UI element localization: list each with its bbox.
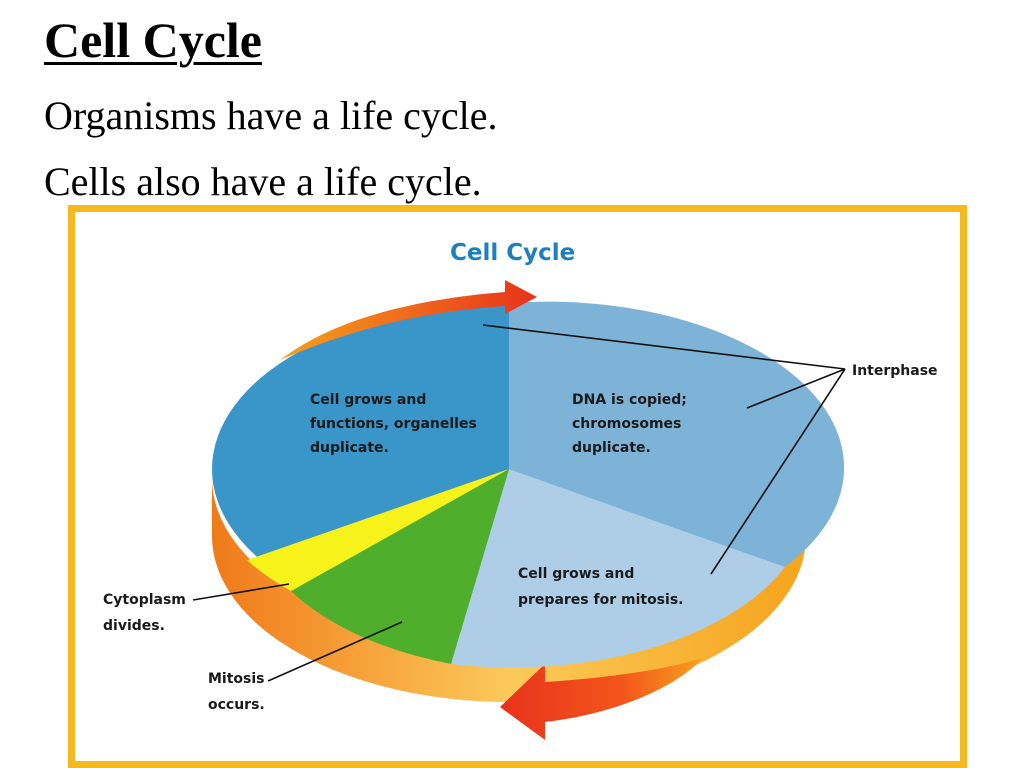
cytokinesis-label: Cytoplasm divides.: [103, 592, 191, 634]
mitosis-label: Mitosis occurs.: [208, 671, 269, 713]
pie-slice-g2-phase: [451, 469, 785, 668]
rim-arrow-top: [280, 280, 537, 360]
g1-phase-label: Cell grows and functions, organelles dup…: [310, 392, 482, 456]
g2-phase-label: Cell grows and prepares for mitosis.: [518, 566, 683, 608]
diagram-frame: Cell Cycle Cell grows and functions, org…: [68, 205, 967, 768]
diagram-title: Cell Cycle: [450, 240, 575, 266]
leader-lines: [192, 324, 846, 682]
slide-title: Cell Cycle: [44, 12, 262, 68]
leader-line-interphase-s: [746, 368, 846, 409]
leader-line-interphase-g1: [482, 324, 846, 370]
pie-slice-cytokinesis: [247, 469, 509, 591]
rim-arrow-bottom: [500, 658, 703, 740]
slide-line-organisms: Organisms have a life cycle.: [44, 93, 498, 138]
cell-cycle-diagram: Cell Cycle Cell grows and functions, org…: [103, 240, 938, 740]
pie-slice-s-phase: [509, 301, 845, 567]
interphase-label: Interphase: [852, 363, 938, 379]
leader-line-interphase-g2: [710, 368, 846, 575]
slide-line-cells: Cells also have a life cycle.: [44, 159, 482, 204]
leader-line-cytoplasm: [192, 583, 290, 601]
pie-slice-mitosis: [291, 469, 509, 664]
leader-line-mitosis: [267, 621, 403, 682]
s-phase-label: DNA is copied; chromosomes duplicate.: [572, 392, 692, 456]
